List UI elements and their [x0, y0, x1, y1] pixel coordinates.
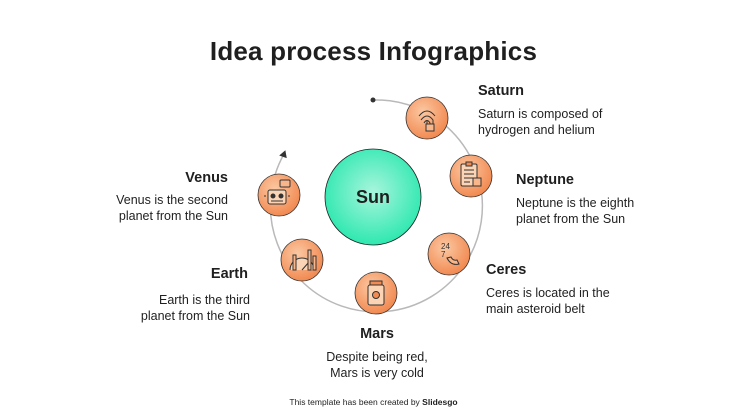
footer-brand[interactable]: Slidesgo — [422, 397, 458, 407]
node-mars — [354, 271, 398, 315]
sun-label: Sun — [356, 187, 390, 207]
clipboard-checklist-icon — [460, 161, 482, 187]
page-title: Idea process Infographics — [209, 36, 538, 66]
node-neptune — [449, 154, 493, 198]
robot-icon — [264, 179, 291, 205]
svg-text:7: 7 — [441, 250, 446, 259]
neptune-title: Neptune — [516, 172, 574, 188]
orbit-arrowhead — [279, 150, 287, 159]
footer-prefix: This template has been created by — [289, 397, 423, 407]
orbit-start-dot — [370, 97, 376, 103]
neptune-desc: Neptune is the eighth planet from the Su… — [516, 196, 635, 226]
orbit-ring — [269, 99, 484, 313]
saturn-desc: Saturn is composed of hydrogen and heliu… — [478, 107, 603, 137]
venus-desc: Venus is the second planet from the Sun — [116, 193, 228, 223]
mars-title: Mars — [360, 326, 394, 342]
sun-circle — [324, 148, 422, 246]
node-saturn — [405, 96, 449, 140]
saturn-title: Saturn — [478, 83, 524, 99]
footer-credit: This template has been created by Slides… — [0, 397, 747, 407]
earth-title: Earth — [210, 266, 248, 282]
node-earth — [280, 238, 324, 282]
node-venus — [257, 173, 301, 217]
fingerprint-icon — [418, 110, 436, 132]
node-ceres: 24 7 — [427, 232, 471, 276]
phone-24-7-icon: 24 7 — [441, 242, 460, 265]
mars-desc: Despite being red, Mars is very cold — [326, 350, 428, 380]
ceres-title: Ceres — [486, 262, 527, 278]
gauge-graph-icon — [289, 249, 317, 271]
earth-desc: Earth is the third planet from the Sun — [140, 293, 250, 323]
jar-icon — [367, 280, 385, 306]
svg-text:24: 24 — [441, 242, 450, 251]
ceres-desc: Ceres is located in the main asteroid be… — [486, 286, 610, 316]
venus-title: Venus — [185, 170, 228, 186]
